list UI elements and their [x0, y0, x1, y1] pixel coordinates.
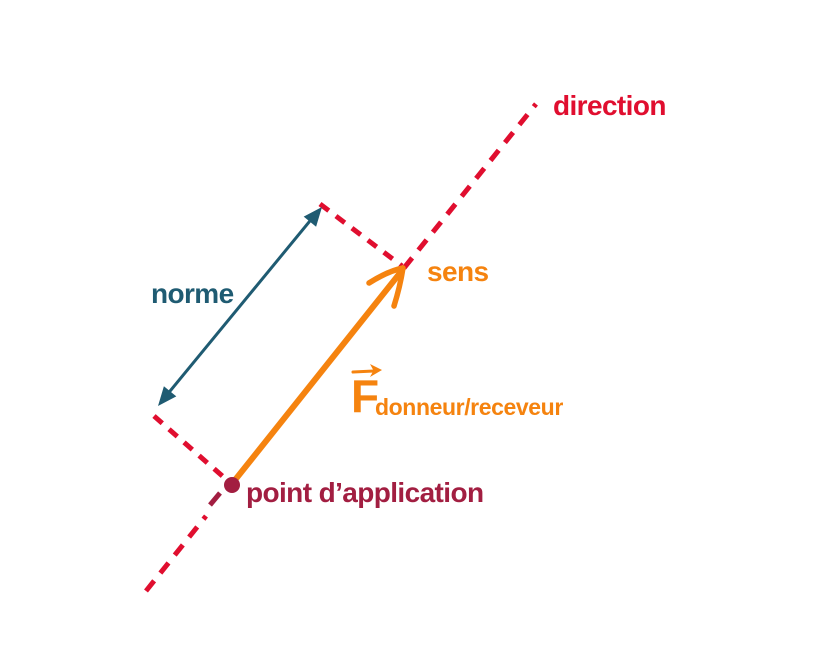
- sens-label: sens: [427, 256, 488, 287]
- force-overbar-line: [351, 369, 376, 374]
- norme-label: norme: [151, 278, 234, 309]
- direction-line-upper: [402, 102, 538, 270]
- norme-arrowhead-bottom: [158, 386, 177, 406]
- direction-line-lower: [144, 514, 208, 593]
- force-subscript-label: donneur/receveur: [375, 394, 563, 420]
- direction-label: direction: [553, 90, 666, 121]
- force-vector-arrowhead: [366, 265, 406, 309]
- force-symbol-label: F: [351, 370, 379, 422]
- application-point-dash: [208, 491, 222, 507]
- norme-tie-bottom-dashed: [152, 414, 230, 483]
- force-vector-shaft: [232, 270, 403, 483]
- norme-arrow-line: [164, 215, 316, 397]
- application-point-dot: [224, 477, 240, 493]
- force-overbar-arrowhead: [370, 364, 382, 377]
- norme-tie-top-dashed: [318, 202, 404, 268]
- norme-arrowhead-top: [303, 207, 322, 227]
- application-point-label: point d’application: [246, 477, 483, 508]
